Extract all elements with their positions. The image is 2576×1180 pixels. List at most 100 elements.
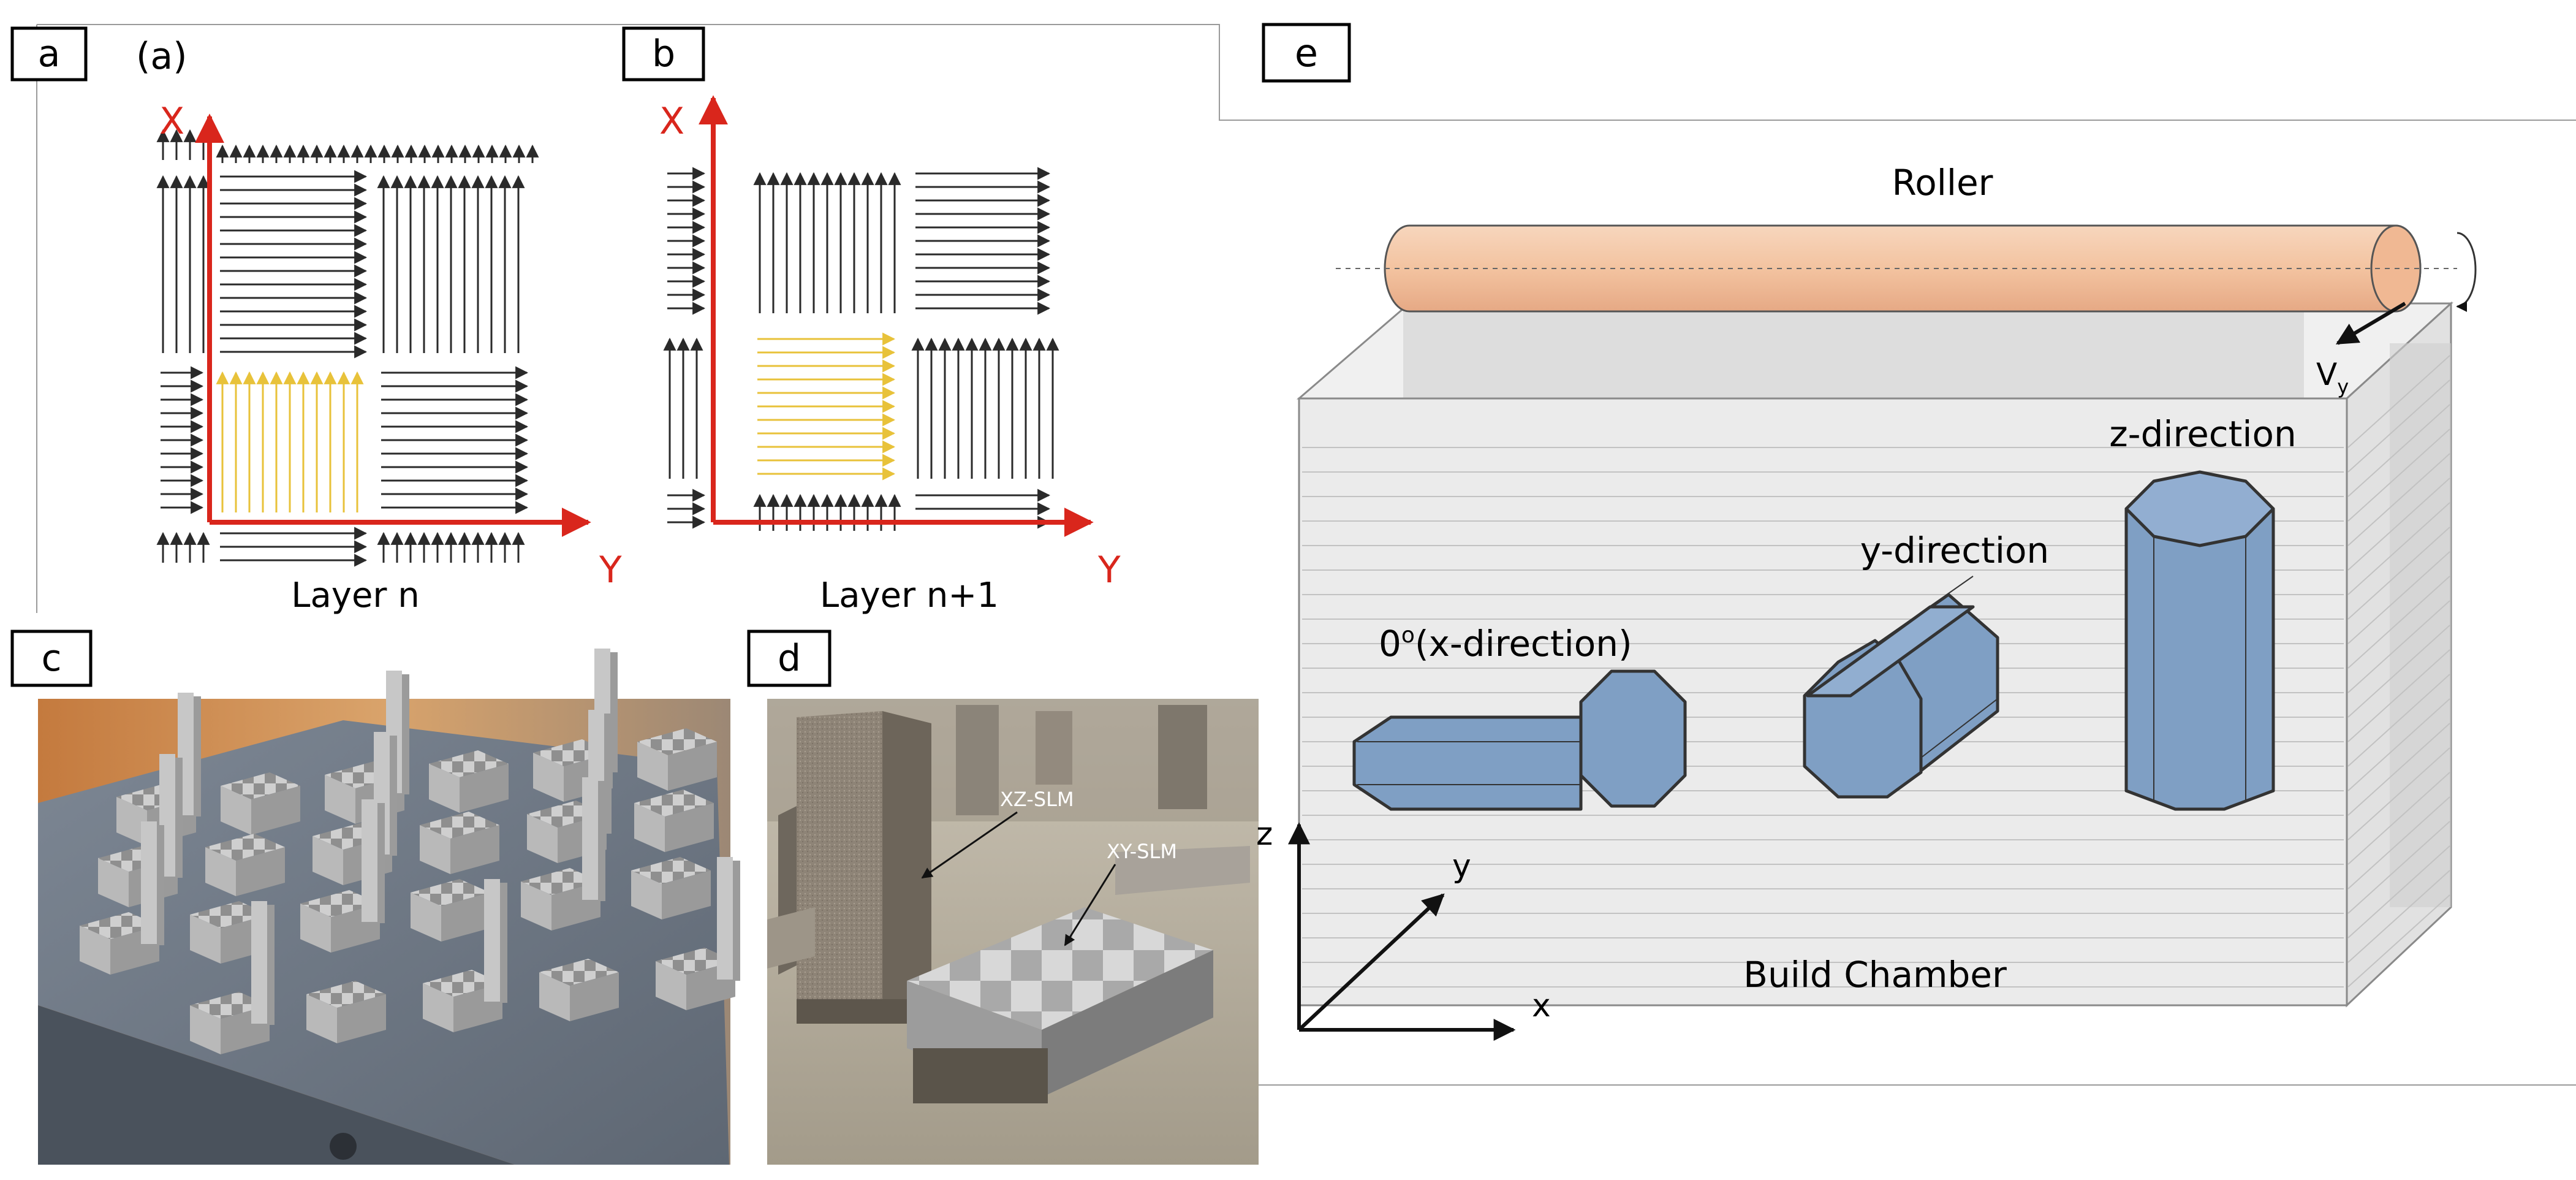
cube-specimen-side <box>656 961 686 1010</box>
cube-specimen-top <box>190 901 270 928</box>
powder-layer-line-side <box>2347 723 2450 816</box>
roller-label: Roller <box>1892 162 1993 204</box>
cube-specimen-top <box>420 812 499 839</box>
panel-b-letter: b <box>652 32 675 75</box>
powder-layer-line-side <box>2347 502 2450 595</box>
cube-specimen-side <box>631 870 662 919</box>
cube-specimen-side <box>527 814 558 863</box>
roller-velocity-arrow <box>2335 302 2406 345</box>
axis-z-label: z <box>1256 816 1273 853</box>
cube-specimen-top <box>521 868 600 895</box>
cube-specimen-side <box>190 1005 221 1054</box>
cube-specimen-side <box>533 753 564 802</box>
x-direction-label: 0o(x-direction) <box>1379 623 1632 664</box>
powder-layer-line-side <box>2347 355 2450 448</box>
panel-b: b X Y Layer n+1 <box>622 26 1121 615</box>
scan-x-label: X <box>159 100 184 143</box>
xz-slm-arrow <box>921 811 1018 879</box>
powder-layer-line-side <box>2347 796 2450 889</box>
cube-specimen-side <box>637 742 668 791</box>
powder-layer-line-side <box>2347 478 2450 571</box>
x-direction-part <box>1352 669 1687 811</box>
cube-specimen-front <box>450 825 499 874</box>
cube-specimen-front <box>251 786 300 835</box>
powder-layer-line-side <box>2347 845 2450 938</box>
panel-e: e Roller Vy 0o(x-direction) <box>1256 23 2477 1041</box>
chamber-inner-back <box>1403 308 2304 398</box>
pillar-specimen-side <box>175 758 183 878</box>
cube-specimen-front <box>662 870 711 919</box>
y-direction-label: y-direction <box>1860 530 2049 571</box>
cube-specimen-top <box>656 948 735 975</box>
cube-specimen-front <box>337 994 386 1043</box>
cube-specimen-top <box>631 857 711 884</box>
pillar-specimen-side <box>267 905 275 1025</box>
specimen-closeup-photo: XZ-SLM XY-SLM <box>767 699 1259 1165</box>
powder-layer-line-side <box>2347 649 2450 742</box>
axis-x-label: x <box>1532 988 1551 1024</box>
panel-a-letter-box <box>10 26 88 82</box>
cube-specimen-top <box>80 912 159 939</box>
cube-specimen-top <box>423 970 502 997</box>
cube-specimen-top <box>637 728 717 755</box>
pillar-specimen <box>582 777 598 900</box>
cube-specimen-side <box>190 915 221 964</box>
pillar-specimen <box>141 821 157 944</box>
powder-layer-line-side <box>2347 747 2450 840</box>
powder-layer-line-side <box>2347 576 2450 669</box>
panel-borders <box>36 24 2576 1086</box>
panel-b-letter-box <box>622 26 705 82</box>
pillar-specimen <box>717 857 733 980</box>
cube-specimen-side <box>521 881 551 931</box>
scan-hatch-layer-n-plus-1 <box>663 167 1059 531</box>
scan-x-label-b: X <box>659 100 684 143</box>
pillar-specimen-side <box>402 674 409 794</box>
cube-specimen-side <box>411 893 441 942</box>
cube-specimen-side <box>423 983 453 1032</box>
panel-d-letter-box <box>747 630 832 687</box>
powder-layer-line-side <box>2347 870 2450 963</box>
scan-y-label: Y <box>599 549 622 592</box>
pillar-specimen-side <box>377 803 385 923</box>
scan-hatch-layer-n <box>156 129 539 567</box>
layer-n-caption: Layer n <box>291 576 419 615</box>
scan-y-label-b: Y <box>1097 549 1121 592</box>
panel-d: d XZ-SLM XY-SLM <box>747 630 1259 1165</box>
cube-specimen-side <box>325 775 355 824</box>
pillar-specimen-side <box>604 714 612 834</box>
build-plate-photo <box>38 649 740 1165</box>
pillar-specimen <box>362 799 377 922</box>
cube-specimen-top <box>300 890 380 917</box>
panel-a-letter: a <box>38 32 61 75</box>
panel-a-sublabel: (a) <box>136 35 188 78</box>
powder-layer-line-side <box>2347 600 2450 693</box>
powder-layer-line-side <box>2347 379 2450 473</box>
coordinate-axes <box>1288 822 1516 1041</box>
powder-layer-line-side <box>2347 453 2450 546</box>
pillar-specimen-side <box>733 861 740 981</box>
powder-layer-line-side <box>2347 894 2450 988</box>
specimen-array <box>80 649 740 1054</box>
panel-c: c <box>10 630 740 1165</box>
pillar-specimen-side <box>598 781 605 901</box>
powder-layer-line-side <box>2347 625 2450 718</box>
cube-specimen-top <box>306 981 386 1008</box>
y-direction-part <box>1803 576 1999 799</box>
xy-slm-arrow <box>1064 864 1116 946</box>
cube-specimen-top <box>205 834 285 861</box>
pillar-specimen-side <box>390 736 397 856</box>
cube-specimen-front <box>668 742 717 791</box>
powder-layer-line-side <box>2347 428 2450 522</box>
cube-specimen-side <box>420 825 450 874</box>
panel-a: a (a) X Y Layer n <box>10 26 622 615</box>
xz-slm-label: XZ-SLM <box>1000 788 1074 811</box>
velocity-label: Vy <box>2316 357 2349 398</box>
axis-y-label: y <box>1452 848 1471 885</box>
pillar-specimen-side <box>157 825 164 945</box>
z-direction-label: z-direction <box>2109 413 2297 455</box>
pillar-specimen <box>251 901 267 1024</box>
pillar-specimen-side <box>610 652 618 772</box>
panel-c-letter-box <box>10 630 93 687</box>
pillar-specimen-side <box>500 883 507 1003</box>
